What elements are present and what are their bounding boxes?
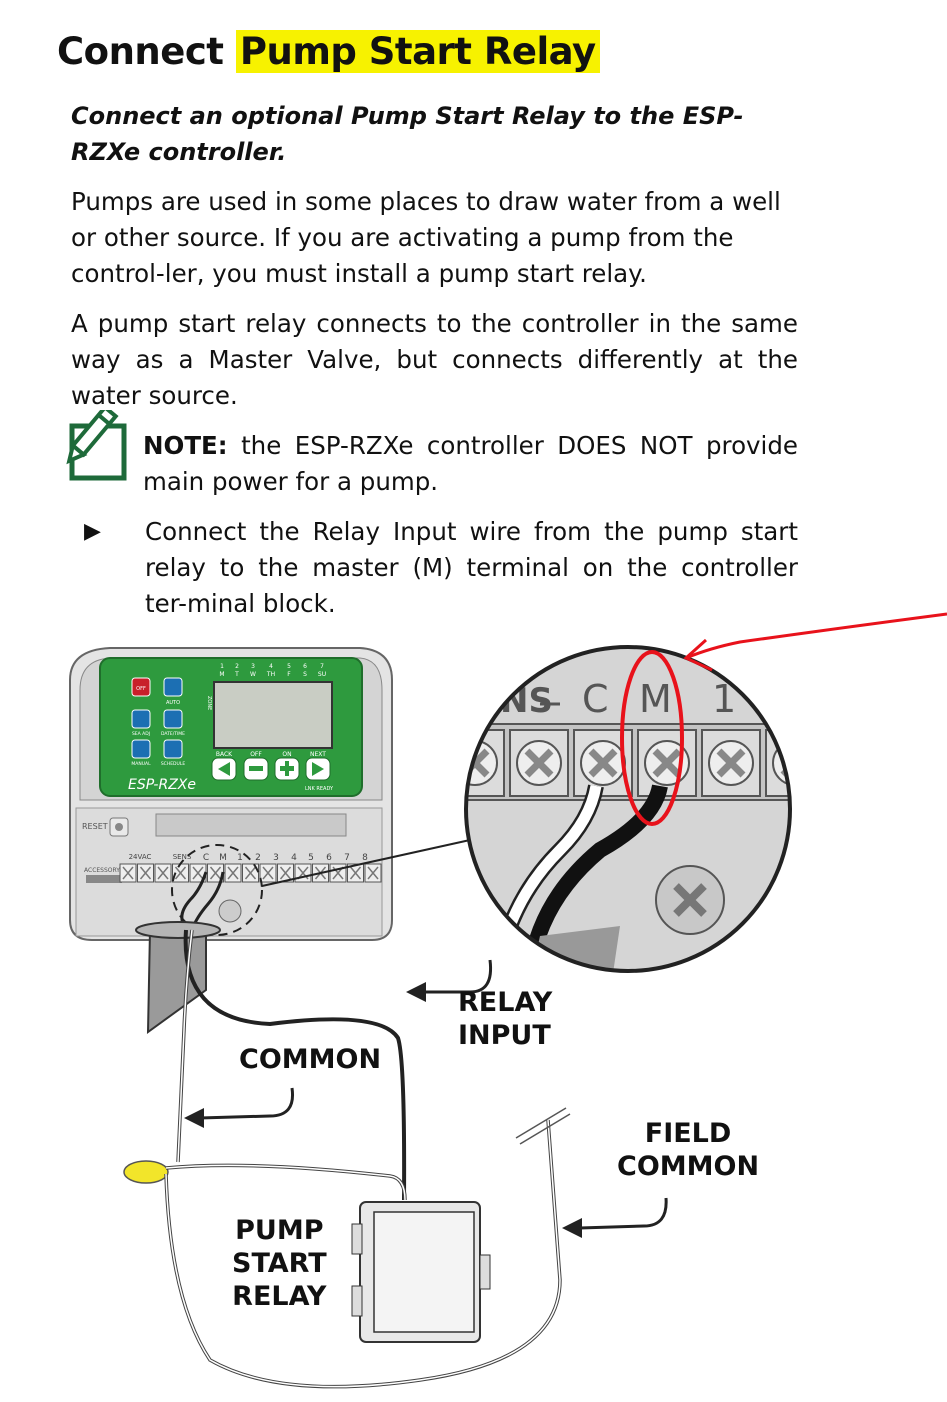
zoom-callout-line bbox=[261, 839, 471, 887]
day-number: 5 bbox=[287, 663, 291, 670]
day-name: F bbox=[287, 671, 291, 678]
note-text: NOTE: the ESP-RZXe controller DOES NOT p… bbox=[143, 428, 798, 500]
paragraph-relay: A pump start relay connects to the contr… bbox=[71, 309, 798, 410]
screw-icon bbox=[218, 899, 242, 923]
terminal-label: M bbox=[219, 853, 227, 863]
day-number: 3 bbox=[251, 663, 255, 670]
day-name: SU bbox=[318, 671, 326, 678]
wiring-diagram: OFF AUTO SEA ADJ DATE/TIME MANUAL SCHEDU… bbox=[69, 612, 947, 1389]
terminal-label: 6 bbox=[326, 853, 332, 863]
label-common: COMMON bbox=[239, 1044, 382, 1075]
relay-input-wire bbox=[183, 929, 407, 1201]
next-arrow-icon bbox=[312, 762, 324, 776]
terminal-label: SENS bbox=[173, 853, 192, 861]
label-line: RELAY bbox=[458, 987, 553, 1018]
label-line: RELAY bbox=[232, 1281, 327, 1312]
red-highlight-ellipse bbox=[620, 650, 684, 826]
day-name: W bbox=[250, 671, 256, 678]
zone-label: ZONE bbox=[206, 696, 212, 710]
common-arrow bbox=[199, 1087, 295, 1120]
mode-btn-label: SCHEDULE bbox=[161, 761, 185, 767]
label-line: PUMP bbox=[235, 1215, 324, 1246]
mode-btn-label: AUTO bbox=[166, 700, 180, 706]
day-number: 4 bbox=[269, 663, 273, 670]
label-pump-start-relay: PUMP START RELAY bbox=[232, 1214, 327, 1313]
pump-start-relay-box bbox=[351, 1201, 491, 1343]
nav-label: OFF bbox=[250, 751, 262, 758]
terminal-strip bbox=[119, 863, 382, 883]
zoom-indicator-circle bbox=[171, 844, 263, 936]
back-arrow-icon bbox=[218, 762, 230, 776]
nav-label: BACK bbox=[216, 751, 233, 758]
mode-btn-label: OFF bbox=[136, 686, 146, 692]
note-body: the ESP-RZXe controller DOES NOT provide… bbox=[143, 431, 798, 496]
field-common-arrow bbox=[579, 1197, 668, 1230]
mode-btn-label: MANUAL bbox=[131, 761, 151, 767]
terminal-label: 2 bbox=[255, 853, 261, 863]
terminal-label: 24VAC bbox=[129, 853, 152, 861]
minus-icon bbox=[249, 766, 263, 771]
label-line: START bbox=[232, 1248, 327, 1279]
terminal-label: 4 bbox=[291, 853, 297, 863]
label-field-common: FIELD COMMON bbox=[617, 1117, 759, 1183]
day-name: TH bbox=[266, 671, 275, 678]
subtitle: Connect an optional Pump Start Relay to … bbox=[71, 102, 744, 166]
day-name: M bbox=[219, 671, 224, 678]
title-prefix: Connect bbox=[57, 30, 224, 73]
lnk-label: LNK READY bbox=[305, 786, 334, 792]
terminal-label: 5 bbox=[308, 853, 314, 863]
day-number: 7 bbox=[320, 663, 324, 670]
mode-btn-label: SEA ADJ bbox=[132, 731, 150, 737]
page-title: Connect Pump Start Relay bbox=[57, 30, 600, 73]
relay-input-arrow bbox=[420, 959, 493, 994]
paragraph-pumps: Pumps are used in some places to draw wa… bbox=[71, 187, 781, 288]
wire-nut-icon bbox=[123, 1160, 169, 1184]
reset-button bbox=[115, 823, 123, 831]
zoom-label: M bbox=[639, 677, 672, 721]
title-highlight: Pump Start Relay bbox=[235, 30, 600, 73]
note-label: NOTE: bbox=[143, 431, 228, 460]
nav-label: ON bbox=[282, 751, 291, 758]
controller-model: ESP-RZXe bbox=[128, 777, 196, 793]
nav-label: NEXT bbox=[310, 751, 326, 758]
terminal-label: 1 bbox=[237, 853, 243, 863]
terminal-label: C bbox=[203, 853, 209, 863]
terminal-label: 8 bbox=[362, 853, 368, 863]
label-relay-input: RELAY INPUT bbox=[458, 986, 552, 1052]
terminal-label: 7 bbox=[344, 853, 350, 863]
mode-btn-label: DATE/TIME bbox=[161, 731, 185, 737]
day-number: 6 bbox=[303, 663, 307, 670]
zoom-label: C bbox=[582, 677, 609, 721]
bullet-instruction: Connect the Relay Input wire from the pu… bbox=[145, 517, 798, 618]
label-line: FIELD bbox=[644, 1118, 732, 1149]
day-name: T bbox=[234, 671, 239, 678]
conduit bbox=[146, 929, 207, 1034]
label-line: INPUT bbox=[458, 1020, 551, 1051]
red-arrow bbox=[685, 612, 947, 660]
terminal-label: 3 bbox=[273, 853, 279, 863]
accessory-label: ACCESSORY bbox=[84, 867, 120, 874]
label-line: COMMON bbox=[617, 1151, 760, 1182]
zoom-detail: NS C M 1 bbox=[466, 647, 790, 971]
day-number: 1 bbox=[220, 663, 224, 670]
bullet-triangle-icon: ▶ bbox=[84, 519, 101, 544]
reset-label: RESET bbox=[82, 822, 108, 831]
day-name: S bbox=[303, 671, 307, 678]
controller: OFF AUTO SEA ADJ DATE/TIME MANUAL SCHEDU… bbox=[69, 647, 393, 941]
note-pencil-icon bbox=[66, 410, 127, 481]
day-number: 2 bbox=[235, 663, 239, 670]
